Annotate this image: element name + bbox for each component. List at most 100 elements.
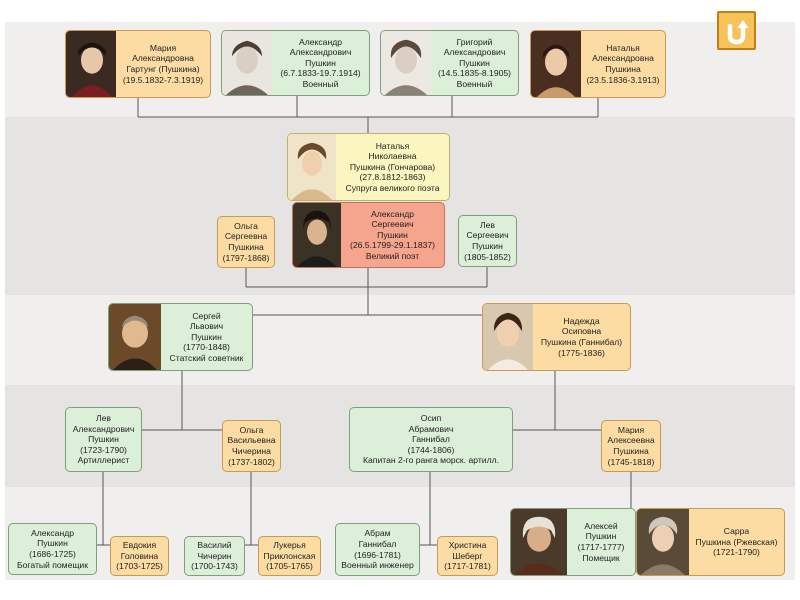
person-name-line: Чичерина [232, 446, 271, 456]
person-card-maria-a[interactable]: Мария Алексеевна Пушкина (1745-1818) [601, 420, 661, 472]
person-name-line: Николаевна [368, 151, 417, 162]
person-dates: (26.5.1799-29.1.1837) [349, 240, 436, 251]
person-card-lukeria[interactable]: Лукерья Приклонская (1705-1765) [258, 536, 321, 576]
person-name-line: Пушкин [305, 57, 336, 68]
person-card-maria[interactable]: Мария Александровна Гартунг (Пушкина) (1… [65, 30, 211, 98]
person-name-line: Александрович [72, 423, 135, 434]
person-dates: (27.8.1812-1863) [359, 172, 426, 183]
person-name-line: Пушкина [228, 242, 264, 252]
person-card-olga-s[interactable]: Ольга Сергеевна Пушкина (1797-1868) [217, 216, 275, 268]
person-name-line: Пушкина (Гончарова) [349, 161, 436, 172]
person-name-line: Пушкин [37, 538, 68, 549]
portrait-wife [288, 134, 336, 200]
person-name-line: Чичерин [197, 550, 232, 561]
person-name-line: Пушкина (Ржевская) [695, 536, 778, 547]
person-name-line: Алексеевна [607, 435, 655, 446]
return-arrow-icon [727, 20, 749, 45]
person-occupation: Военный [456, 78, 493, 89]
person-name-line: Шеберг [452, 550, 483, 561]
person-name-line: Лев [480, 219, 495, 230]
person-card-wife[interactable]: Наталья Николаевна Пушкина (Гончарова) (… [287, 133, 450, 201]
person-name-line: Христина [448, 540, 487, 551]
person-card-lev-s[interactable]: Лев Сергеевич Пушкин (1805-1852) [458, 215, 517, 267]
person-dates: (1723-1790) [80, 444, 127, 455]
person-card-poet[interactable]: Александр Сергеевич Пушкин (26.5.1799-29… [292, 202, 445, 268]
person-name-line: Пушкин [377, 229, 408, 240]
person-occupation: Артиллерист [77, 455, 130, 466]
person-card-lev-a[interactable]: Лев Александрович Пушкин (1723-1790) Арт… [65, 407, 142, 472]
portrait-sarra [637, 509, 689, 575]
person-name-line: Григорий [456, 36, 493, 47]
portrait-maria [66, 31, 116, 97]
person-dates: (1696-1781) [354, 549, 401, 560]
person-dates: (19.5.1832-7.3.1919) [122, 74, 204, 85]
person-name-line: Евдокия [122, 540, 157, 551]
person-card-grigory[interactable]: Григорий Александрович Пушкин (14.5.1835… [380, 30, 519, 96]
person-card-evdokia[interactable]: Евдокия Головина (1703-1725) [110, 536, 169, 576]
person-name-line: Сарра [723, 526, 750, 537]
person-card-aleksey[interactable]: Алексей Пушкин (1717-1777) Помещик [510, 508, 636, 576]
person-name-line: Головина [120, 550, 159, 561]
person-name-line: Лев [96, 413, 111, 424]
person-dates: (1721-1790) [713, 547, 760, 558]
person-occupation: Богатый помещик [16, 559, 88, 570]
person-card-sarra[interactable]: Сарра Пушкина (Ржевская) (1721-1790) [636, 508, 785, 576]
person-dates: (1805-1852) [464, 251, 511, 262]
person-name-line: Алексей [584, 520, 618, 531]
person-name-line: Васильевна [227, 435, 276, 446]
person-occupation: Капитан 2-го ранга морск. артилл. [363, 455, 499, 466]
person-card-khristina[interactable]: Христина Шеберг (1717-1781) [437, 536, 498, 576]
person-name-line: Пушкина [605, 64, 641, 74]
person-name-line: Ольга [239, 424, 264, 435]
portrait-alexander-jr [222, 31, 272, 95]
portrait-natalia-jr [531, 31, 581, 97]
person-dates: (1770-1848) [183, 342, 230, 353]
person-name-line: Пушкин [472, 241, 503, 251]
person-card-osip[interactable]: Осип Абрамович Ганнибал (1744-1806) Капи… [349, 407, 513, 472]
person-card-vasily[interactable]: Василий Чичерин (1700-1743) [184, 536, 245, 576]
portrait-sergey [109, 304, 161, 370]
person-name-line: Ольга [234, 220, 258, 231]
person-name-line: Александр [371, 208, 414, 219]
person-name-line: Приклонская [263, 550, 316, 561]
person-dates: (1703-1725) [116, 561, 163, 572]
person-name-line: Осип [420, 413, 442, 424]
person-card-abram[interactable]: Абрам Ганнибал (1696-1781) Военный инжен… [335, 523, 420, 576]
person-card-alexander-jr[interactable]: Александр Александрович Пушкин (6.7.1833… [221, 30, 370, 96]
portrait-nadezhda [483, 304, 533, 370]
person-name-line: Пушкин [585, 531, 617, 542]
person-card-nadezhda[interactable]: Надежда Осиповна Пушкина (Ганнибал) (177… [482, 303, 631, 371]
person-occupation: Статский советник [169, 352, 244, 363]
person-dates: (14.5.1835-8.1905) [437, 68, 512, 79]
person-name-line: Абрам [364, 528, 391, 539]
person-name-line: Ганнибал [412, 434, 450, 445]
person-name-line: Мария [617, 424, 645, 435]
person-name-line: Александрович [289, 47, 352, 58]
person-name-line: Александровна [592, 53, 654, 64]
person-name-line: Наталья [375, 140, 410, 151]
person-dates: (1700-1743) [191, 561, 238, 572]
person-occupation: Военный [302, 78, 339, 89]
person-name-line: Александр [31, 527, 74, 538]
person-dates: (6.7.1833-19.7.1914) [280, 68, 361, 79]
person-occupation: Супруга великого поэта [345, 182, 440, 193]
person-card-alexander-p[interactable]: Александр Пушкин (1686-1725) Богатый пом… [8, 523, 97, 575]
person-name-line: Пушкин [459, 57, 490, 68]
person-dates: (1717-1781) [444, 561, 491, 572]
back-button[interactable] [717, 11, 756, 50]
person-occupation: Помещик [582, 552, 620, 563]
person-occupation: Великий поэт [365, 250, 420, 261]
person-card-olga-v[interactable]: Ольга Васильевна Чичерина (1737-1802) [222, 420, 281, 472]
person-name-line: Лукерья [273, 540, 306, 551]
person-name-line: Пушкина (Ганнибал) [540, 337, 623, 347]
person-name-line: Абрамович [408, 423, 454, 434]
portrait-grigory [381, 31, 431, 95]
person-card-natalia-jr[interactable]: Наталья Александровна Пушкина (23.5.1836… [530, 30, 666, 98]
person-card-sergey[interactable]: Сергей Львович Пушкин (1770-1848) Статск… [108, 303, 253, 371]
person-name-line: Пушкин [191, 331, 222, 342]
person-name-line: Ганнибал [358, 538, 397, 549]
person-dates: (1705-1765) [266, 561, 313, 572]
person-name-line: Сергеевич [466, 230, 509, 241]
person-name-line: Сергеевич [371, 219, 414, 230]
